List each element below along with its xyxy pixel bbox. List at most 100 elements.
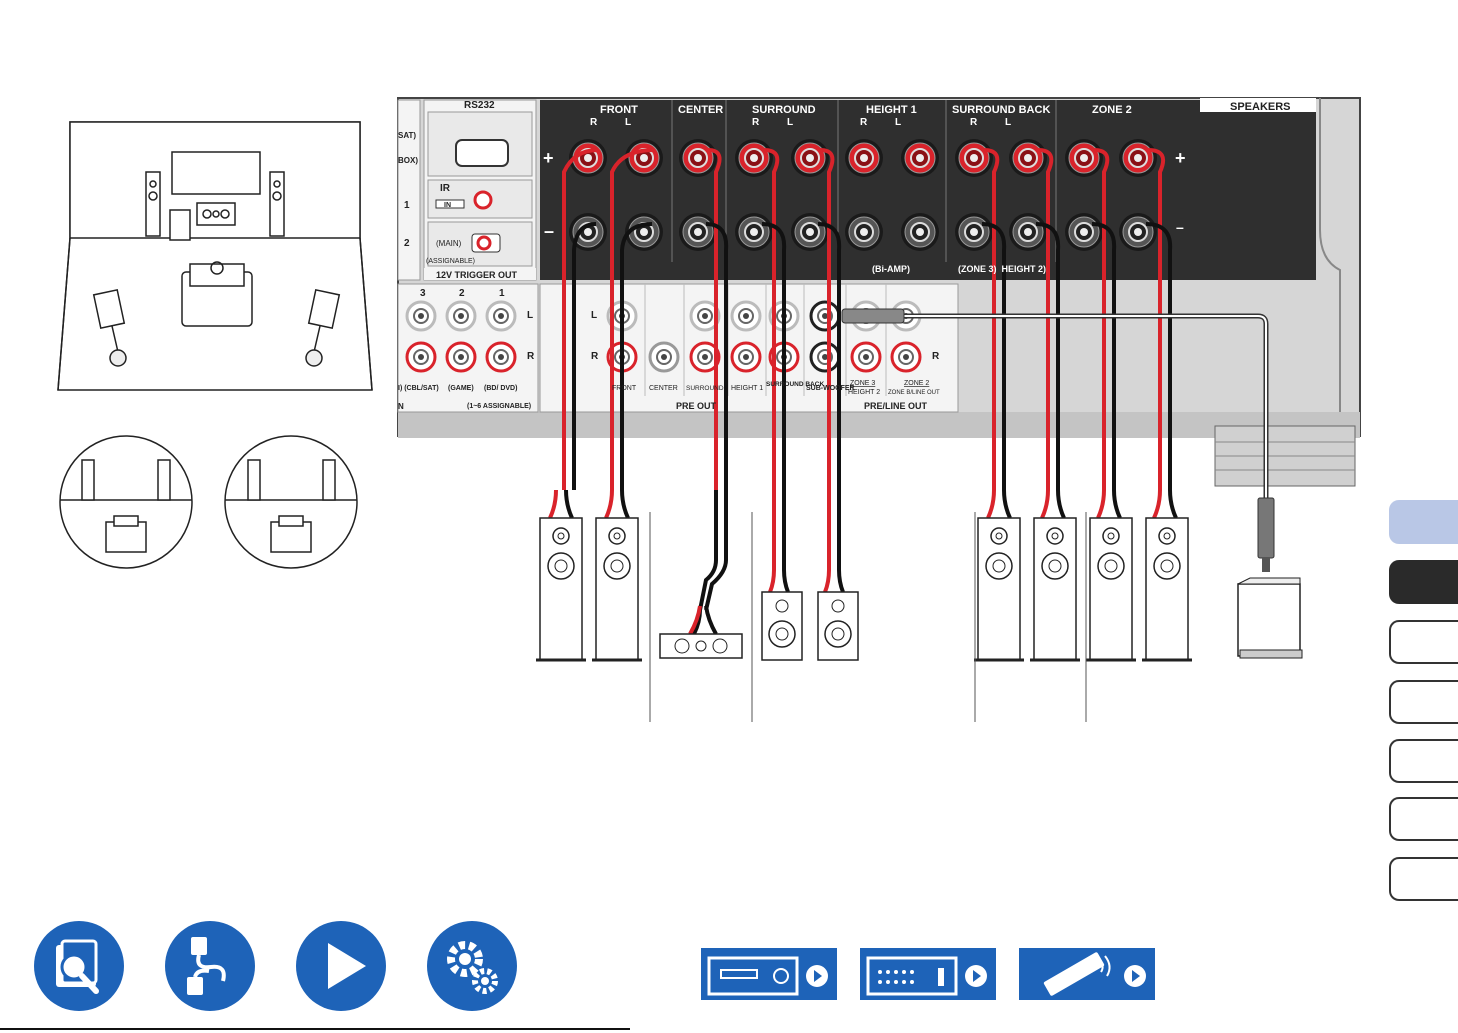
preout-height1: HEIGHT 1: [731, 385, 763, 392]
label-box: BOX): [398, 156, 418, 165]
negative-terminal-5[interactable]: [791, 213, 829, 251]
negative-terminal-6[interactable]: [845, 213, 883, 251]
surround-speaker-2: [817, 490, 859, 661]
manual-search-button[interactable]: [34, 921, 124, 1011]
minus-sign-right: –: [1176, 219, 1184, 235]
rca-jack-19[interactable]: [850, 341, 882, 373]
lineout-height2: HEIGHT 2: [848, 389, 880, 396]
positive-terminal-8[interactable]: [955, 139, 993, 177]
surround-speaker-1: [761, 490, 803, 661]
tab-6[interactable]: [1389, 797, 1458, 841]
remote-control-button[interactable]: [1019, 948, 1155, 1000]
rca-jack-9[interactable]: [648, 341, 680, 373]
label-height1-rl: R L: [860, 117, 901, 128]
tower-speaker-4: [1030, 489, 1080, 662]
negative-terminal-11[interactable]: [1119, 213, 1157, 251]
rear-panel-button[interactable]: [860, 948, 996, 1000]
negative-terminal-8[interactable]: [955, 213, 993, 251]
settings-button[interactable]: [427, 921, 517, 1011]
tower-speaker-2: [592, 489, 642, 662]
negative-terminal-2[interactable]: [625, 213, 663, 251]
input-num-1: 1: [499, 288, 505, 299]
rear-panel-icon: [866, 956, 987, 996]
tab-1[interactable]: [1389, 500, 1458, 544]
preout-surround-back: SURROUND BACK: [766, 381, 824, 388]
lineout-zone3: ZONE 3: [850, 380, 875, 387]
rca-jack-5[interactable]: [445, 341, 477, 373]
preout-front: FRONT: [612, 385, 637, 392]
speaker-cable-7: [1035, 148, 1061, 490]
positive-terminal-4[interactable]: [735, 139, 773, 177]
positive-terminal-11[interactable]: [1119, 139, 1157, 177]
positive-terminal-5[interactable]: [791, 139, 829, 177]
rca-jack-21[interactable]: [890, 341, 922, 373]
rca-jack-10[interactable]: [689, 300, 721, 332]
tab-3[interactable]: [1389, 620, 1458, 664]
manual-search-icon: [56, 939, 99, 994]
input-assignable-range: (1~6 ASSIGNABLE): [467, 403, 531, 410]
label-surround: SURROUND: [752, 104, 816, 116]
negative-terminal-10[interactable]: [1065, 213, 1103, 251]
rca-jack-3[interactable]: [485, 300, 517, 332]
remote-control-icon: [1043, 952, 1146, 996]
preout-surround: SURROUND: [686, 385, 724, 392]
positive-terminal-2[interactable]: [625, 139, 663, 177]
label-trigger-1: 1: [404, 200, 410, 211]
speaker-cable-3: [705, 148, 729, 490]
label-surround-back: SURROUND BACK: [952, 104, 1050, 116]
label-surround-rl: R L: [752, 117, 793, 128]
front-panel-icon: [707, 956, 828, 996]
subwoofer: [1237, 577, 1303, 659]
subwoofer-cable: [841, 308, 1275, 572]
preout-l: L: [591, 310, 597, 321]
positive-terminal-9[interactable]: [1009, 139, 1047, 177]
negative-terminal-4[interactable]: [735, 213, 773, 251]
label-front-rl: R L: [590, 117, 631, 128]
label-zone3-height2: (ZONE 3) HEIGHT 2): [958, 264, 1046, 274]
room-illustration: [57, 121, 373, 391]
label-surround-back-rl: R L: [970, 117, 1011, 128]
tab-2[interactable]: [1389, 560, 1458, 604]
connection-diagram: FRONT R L CENTER SURROUND R L HEIGHT 1 R…: [57, 97, 1361, 722]
label-ir: IR: [440, 183, 451, 194]
tab-5[interactable]: [1389, 739, 1458, 783]
rca-jack-2[interactable]: [445, 300, 477, 332]
tab-7[interactable]: [1389, 857, 1458, 901]
layout-view-right: [224, 435, 358, 569]
rca-jack-4[interactable]: [405, 341, 437, 373]
label-ir-in: IN: [444, 202, 451, 209]
lineout-r: R: [932, 351, 940, 362]
rca-jack-17[interactable]: [809, 341, 841, 373]
preout-r: R: [591, 351, 599, 362]
negative-terminal-3[interactable]: [679, 213, 717, 251]
input-l: L: [527, 310, 533, 321]
positive-terminal-6[interactable]: [845, 139, 883, 177]
tab-4[interactable]: [1389, 680, 1458, 724]
positive-terminal-7[interactable]: [901, 139, 939, 177]
positive-terminal-3[interactable]: [679, 139, 717, 177]
rca-jack-12[interactable]: [730, 300, 762, 332]
panel-labels: FRONT R L CENTER SURROUND R L HEIGHT 1 R…: [398, 100, 1291, 411]
rca-jack-16[interactable]: [809, 300, 841, 332]
input-r: R: [527, 351, 535, 362]
plus-sign-left: +: [543, 148, 554, 168]
cable-connection-button[interactable]: [165, 921, 255, 1011]
negative-terminal-9[interactable]: [1009, 213, 1047, 251]
negative-terminal-7[interactable]: [901, 213, 939, 251]
rca-jack-6[interactable]: [485, 341, 517, 373]
label-bi-amp: (Bi-AMP): [872, 264, 910, 274]
cable-connection-icon: [187, 937, 226, 995]
label-speakers: SPEAKERS: [1230, 101, 1291, 113]
play-button[interactable]: [296, 921, 386, 1011]
input-name-cbl-sat: I) (CBL/SAT): [398, 385, 439, 392]
rca-jack-13[interactable]: [730, 341, 762, 373]
positive-terminal-10[interactable]: [1065, 139, 1103, 177]
separator-lines: [649, 512, 1087, 722]
input-num-2: 2: [459, 288, 465, 299]
receiver-rear-panel: [397, 97, 1361, 487]
rca-jack-1[interactable]: [405, 300, 437, 332]
front-panel-button[interactable]: [701, 948, 837, 1000]
rca-jack-11[interactable]: [689, 341, 721, 373]
play-icon: [328, 943, 366, 989]
label-sat: SAT): [398, 131, 416, 140]
